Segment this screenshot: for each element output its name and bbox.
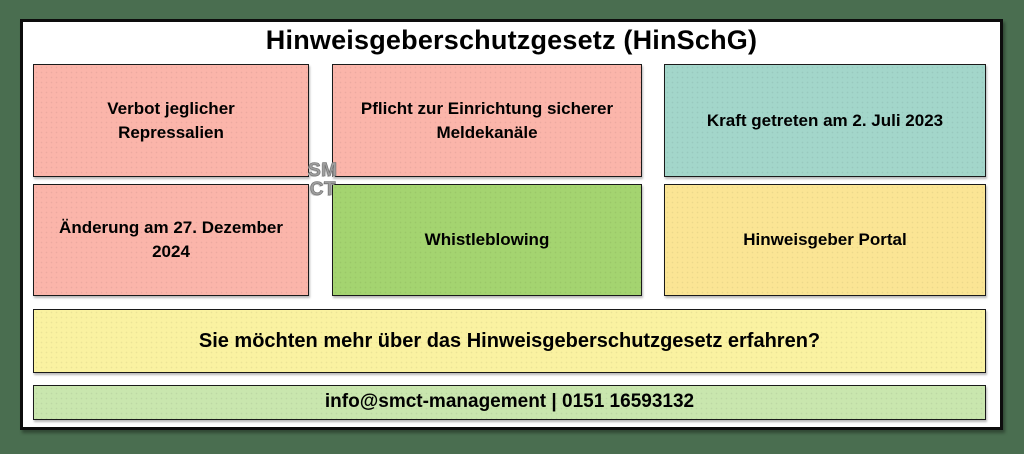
- box-verbot-repressalien: Verbot jeglicher Repressalien: [33, 64, 309, 177]
- page-title: Hinweisgeberschutzgesetz (HinSchG): [265, 25, 758, 55]
- box-inkrafttreten: Kraft getreten am 2. Juli 2023: [664, 64, 986, 177]
- smct-logo-bottom: CT: [309, 179, 337, 200]
- box-whistleblowing: Whistleblowing: [332, 184, 642, 296]
- smct-logo-top: SM: [308, 160, 338, 181]
- box-sichere-meldekanaele: Pflicht zur Einrichtung sicherer Meldeka…: [332, 64, 642, 177]
- cta-banner: Sie möchten mehr über das Hinweisgebersc…: [33, 309, 986, 373]
- box-hinweisgeber-portal: Hinweisgeber Portal: [664, 184, 986, 296]
- smct-logo: SM CT: [293, 160, 353, 200]
- contact-banner: info@smct-management | 0151 16593132: [33, 385, 986, 420]
- infographic-panel: Hinweisgeberschutzgesetz (HinSchG) Verbo…: [20, 19, 1003, 430]
- box-aenderung-2024: Änderung am 27. Dezember 2024: [33, 184, 309, 296]
